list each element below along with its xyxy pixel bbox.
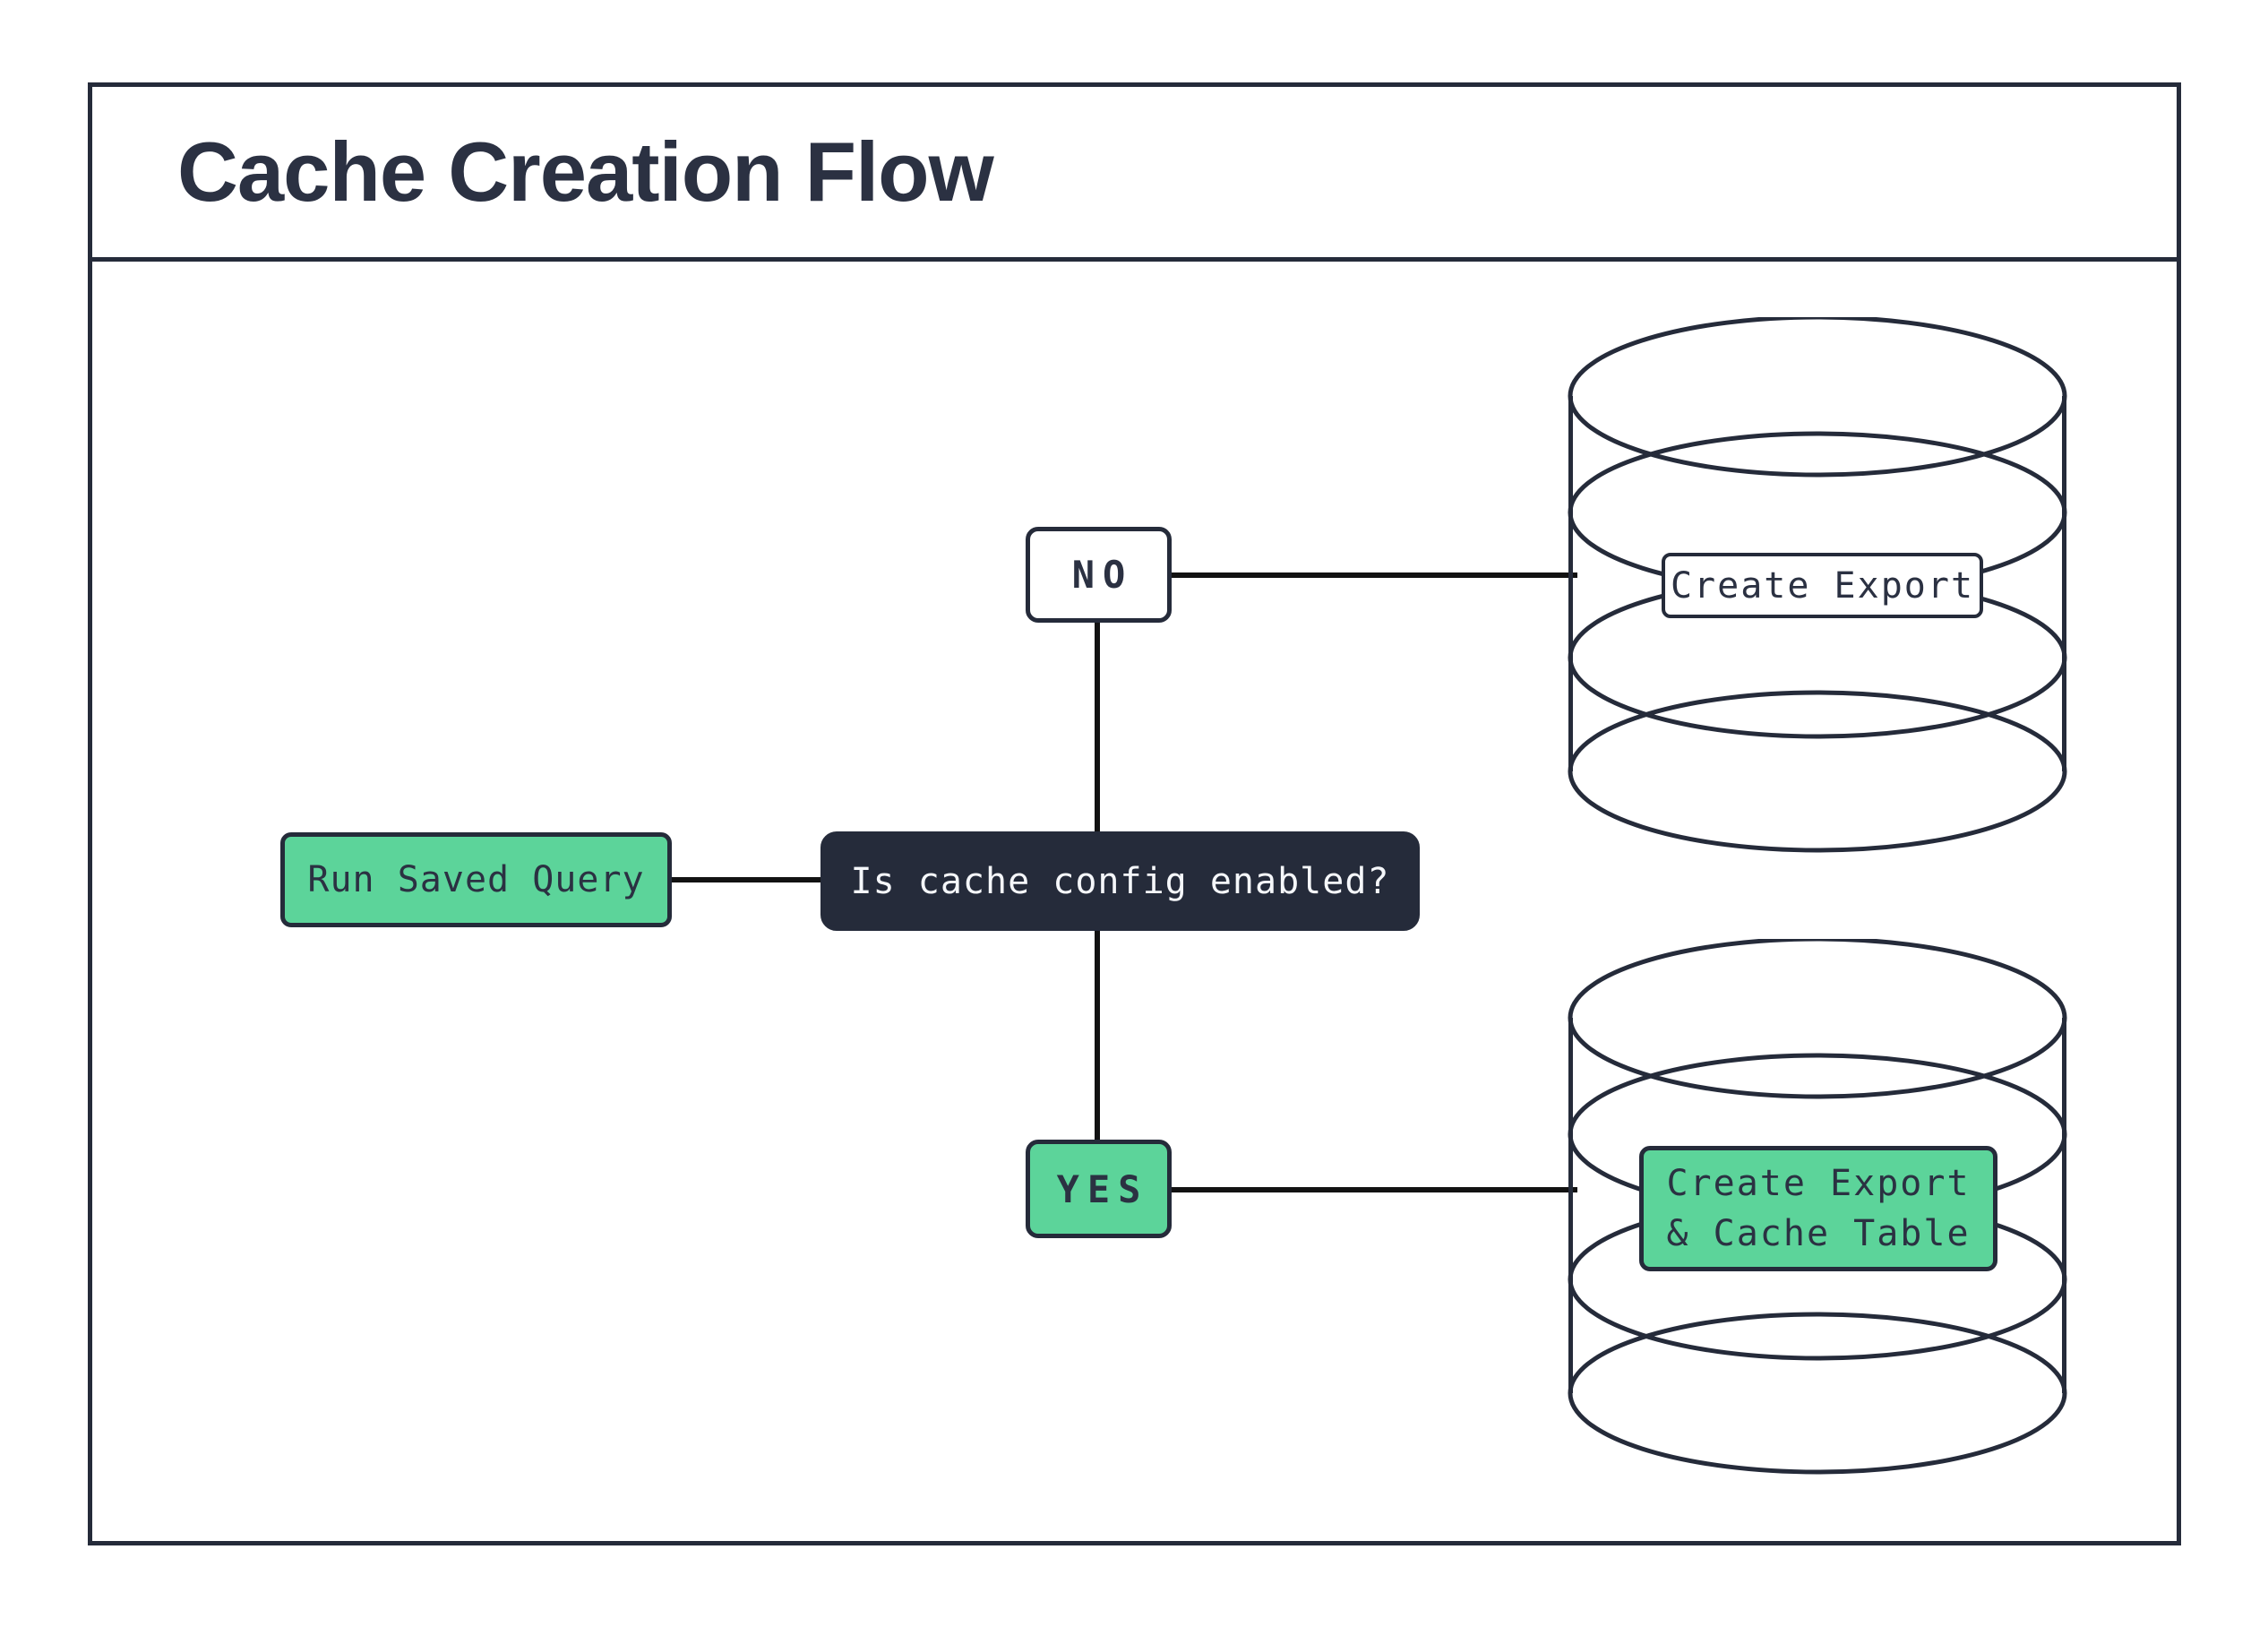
node-create-export: Create Export: [1662, 553, 1983, 618]
node-create-export-cache-table: Create Export & Cache Table: [1639, 1146, 1997, 1271]
page-title: Cache Creation Flow: [177, 125, 994, 219]
cylinder-disk: [1568, 939, 2067, 1099]
database-cylinder-icon-export: [1568, 317, 2067, 853]
node-create-export-cache-table-line1: Create Export: [1666, 1163, 1971, 1204]
cylinder-disk: [1568, 317, 2067, 478]
node-branch-yes: YES: [1026, 1140, 1172, 1238]
node-cache-config-decision-label: Is cache config enabled?: [850, 860, 1390, 902]
diagram-frame: Cache Creation Flow Run Saved: [88, 82, 2181, 1545]
cylinder-disk: [1568, 1312, 2067, 1475]
database-cylinder-icon-cache: [1568, 939, 2067, 1475]
node-run-saved-query-label: Run Saved Query: [307, 859, 645, 900]
node-cache-config-decision: Is cache config enabled?: [820, 831, 1420, 931]
node-branch-yes-label: YES: [1056, 1166, 1149, 1211]
node-branch-no: NO: [1026, 527, 1172, 623]
cylinder-disk: [1568, 690, 2067, 853]
node-branch-no-label: NO: [1071, 553, 1134, 597]
node-create-export-cache-table-line2: & Cache Table: [1666, 1213, 1971, 1254]
flowchart-canvas: Run Saved Query Is cache config enabled?…: [92, 262, 2177, 1537]
node-create-export-label: Create Export: [1670, 564, 1975, 607]
connector-lines: [672, 572, 1577, 1192]
node-run-saved-query: Run Saved Query: [280, 832, 672, 927]
diagram-header: Cache Creation Flow: [92, 87, 2177, 262]
